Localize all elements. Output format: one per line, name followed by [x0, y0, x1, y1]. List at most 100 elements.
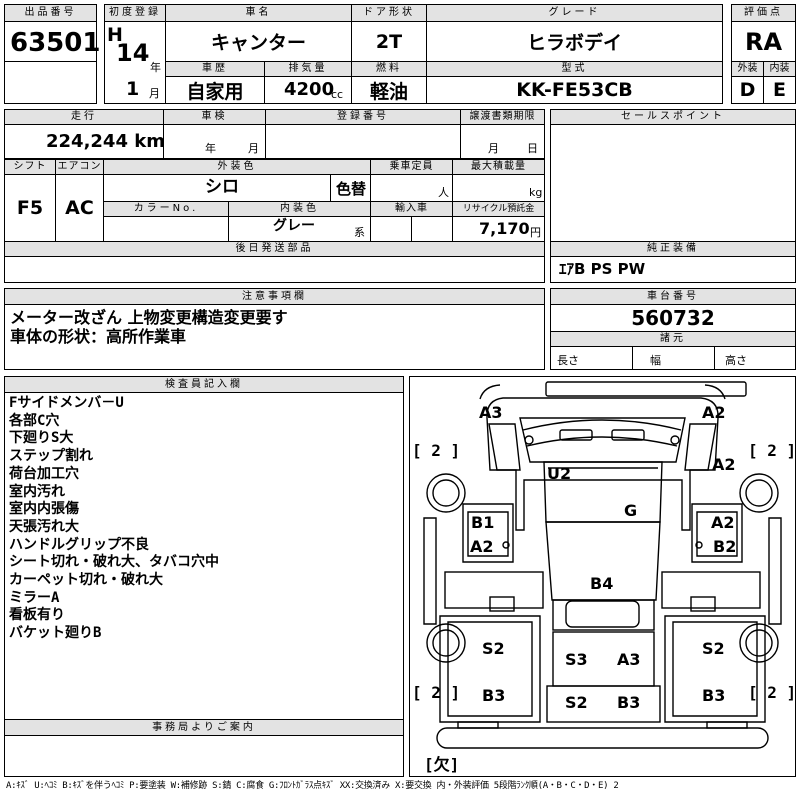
- fuel-value: 軽油: [351, 76, 427, 104]
- inspection-label: 車検: [163, 109, 266, 125]
- mark-a2-right-2: A2: [711, 513, 735, 532]
- recycle-unit: 円: [530, 226, 541, 239]
- car-diagram: A3 A2 U2 A2 G B1 A2 A2 B2 B4 S2 S3 A3 S2…: [412, 381, 796, 774]
- recycle-label: リサイクル預託金: [452, 201, 545, 217]
- mark-s2-left: S2: [482, 639, 505, 658]
- mark-s2-bottom: S2: [565, 693, 588, 712]
- displacement-cell: [264, 76, 352, 104]
- mark-s2-right: S2: [702, 639, 725, 658]
- mark-a2-top-right: A2: [702, 403, 726, 422]
- inspector-line: 下廻りS大: [9, 430, 74, 447]
- mark-b2: B2: [713, 537, 736, 556]
- name-label: 車名: [165, 4, 352, 22]
- lot-cell: [4, 21, 97, 62]
- capacity-unit: 人: [438, 186, 449, 199]
- exterior-label: 外装: [731, 61, 764, 77]
- mark-a3-top-left: A3: [479, 403, 503, 422]
- import-divider: [411, 216, 412, 242]
- ac-value: AC: [55, 174, 104, 242]
- mileage-label: 走行: [4, 109, 164, 125]
- intcolor-label: 内装色: [228, 201, 371, 217]
- inspector-label: 検査員記入欄: [4, 376, 404, 393]
- first-reg-label: 初度登録: [104, 4, 166, 22]
- caution-line-1: メーター改ざん 上物変更構造変更要す: [10, 308, 288, 327]
- inspection-month-unit: 月: [248, 142, 259, 155]
- office-label: 事務局よりご案内: [4, 719, 404, 736]
- mark-a2-right: A2: [712, 455, 736, 474]
- inspector-line: Fサイドメンバ－U: [9, 395, 124, 411]
- displacement-unit: cc: [331, 88, 344, 101]
- year-unit: 年: [150, 61, 161, 74]
- length-cell: [550, 346, 633, 370]
- mark-s3: S3: [565, 650, 588, 669]
- mark-b3-left: B3: [482, 686, 505, 705]
- interior-value: E: [763, 76, 796, 104]
- equip-value: ｴｱB PS PW: [559, 260, 646, 278]
- inspector-line: ステップ割れ: [9, 448, 93, 465]
- month-unit: 月: [149, 87, 160, 100]
- inspector-line: バケット廻りB: [9, 625, 102, 642]
- transfer-month-unit: 月: [488, 142, 499, 155]
- recycle-cell: [452, 216, 545, 242]
- lot-number: 63501: [10, 28, 101, 58]
- history-value: 自家用: [165, 76, 265, 104]
- sales-cell: [550, 124, 796, 242]
- bracket-bottom-right: [ 2 ]: [748, 683, 796, 702]
- import-label: 輸入車: [370, 201, 453, 217]
- inspector-line: カーペット切れ・破れ大: [9, 572, 163, 589]
- model-label: 型式: [426, 61, 723, 77]
- inspector-line: 看板有り: [9, 607, 65, 624]
- lot-label: 出品番号: [4, 4, 97, 22]
- door-label: ドア形状: [351, 4, 427, 22]
- inspector-line: シート切れ・破れ大、タバコ穴中: [9, 554, 219, 571]
- bracket-top-left: [ 2 ]: [412, 441, 460, 460]
- mark-b3-right: B3: [702, 686, 725, 705]
- later-parts-label: 後日発送部品: [4, 241, 545, 257]
- shift-value: F5: [4, 174, 56, 242]
- lot-blank-cell: [4, 61, 97, 104]
- bracket-bottom-left: [ 2 ]: [412, 683, 460, 702]
- score-value: RA: [731, 21, 796, 62]
- missing-mark: [欠]: [424, 755, 459, 774]
- interior-label: 内装: [763, 61, 796, 77]
- colorno-label: カラーNo.: [103, 201, 229, 217]
- transfer-cell: [460, 124, 545, 159]
- width-cell: [632, 346, 715, 370]
- name-value: キャンター: [165, 21, 352, 62]
- model-value: KK-FE53CB: [426, 76, 723, 104]
- inspector-line: 各部C穴: [9, 412, 60, 429]
- colorno-cell: [103, 216, 229, 242]
- width-label: 幅: [650, 354, 661, 367]
- recycle-value: 7,170: [479, 219, 530, 238]
- mark-a3-center: A3: [617, 650, 641, 669]
- frame-label: 車台番号: [550, 288, 796, 305]
- color-value: シロ: [205, 177, 239, 197]
- maxload-label: 最大積載量: [452, 159, 545, 175]
- mileage-value: 224,244 km(*): [46, 131, 191, 152]
- dim-label: 諸元: [550, 331, 796, 347]
- mark-b3-center: B3: [617, 693, 640, 712]
- mark-a2-left: A2: [470, 537, 494, 556]
- score-label: 評価点: [731, 4, 796, 22]
- car-diagram-frame: [409, 376, 796, 777]
- mark-u2: U2: [547, 464, 571, 483]
- color-label: 外装色: [103, 159, 371, 175]
- year-value: 14: [116, 39, 150, 67]
- intcolor-value: グレー: [273, 218, 315, 234]
- length-label: 長さ: [557, 354, 579, 367]
- mark-g: G: [624, 501, 637, 520]
- color-change: 色替: [330, 174, 371, 202]
- sales-label: セールスポイント: [550, 109, 796, 125]
- shift-label: シフト: [4, 159, 56, 175]
- caution-line-2: 車体の形状：高所作業車: [10, 327, 187, 346]
- height-label: 高さ: [725, 354, 747, 367]
- grade-value: ヒラボデイ: [426, 21, 723, 62]
- history-label: 車歴: [165, 61, 265, 77]
- transfer-day-unit: 日: [527, 142, 538, 155]
- legend: A:ｷｽﾞ U:ﾍｺﾐ B:ｷｽﾞを伴うﾍｺﾐ P:要塗装 W:補修跡 S:錆 …: [6, 781, 619, 791]
- mark-b4: B4: [590, 574, 613, 593]
- frame-value: 560732: [550, 304, 796, 332]
- door-value: 2T: [351, 21, 427, 62]
- height-cell: [714, 346, 796, 370]
- grade-label: グレード: [426, 4, 723, 22]
